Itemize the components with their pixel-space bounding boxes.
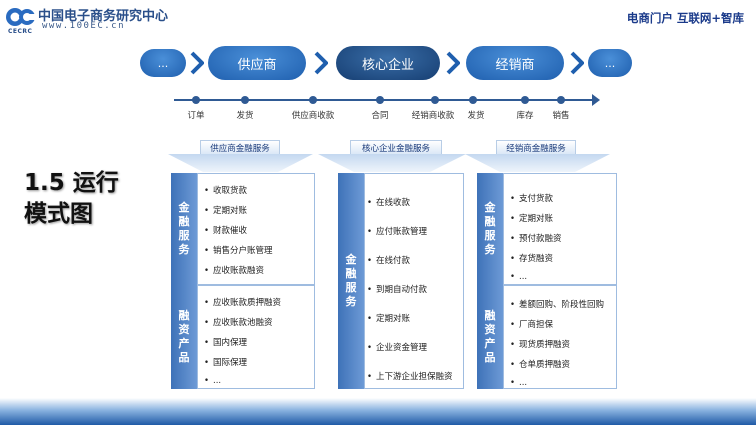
left-finance-service-box: 收取货款 定期对账 财款催收 销售分户账管理 应收账款融资 (197, 173, 315, 285)
left-finance-service-side: 金融服务 (171, 173, 197, 285)
list-item: 国际保理 (204, 356, 314, 368)
timeline-label: 供应商收款 (291, 111, 335, 121)
timeline-label: 合同 (371, 111, 389, 121)
timeline-dot (241, 96, 249, 104)
right-finance-product-side: 融资产品 (477, 285, 503, 389)
side-label: 金融服务 (345, 253, 357, 308)
right-finance-service-box: 支付货款 定期对账 预付款融资 存货融资 ... (503, 173, 617, 285)
chevron-right-icon (190, 51, 204, 75)
timeline-dot (376, 96, 384, 104)
logo-icon (6, 8, 36, 26)
timeline-label: 库存 (516, 111, 534, 121)
list-item: 销售分户账管理 (204, 244, 314, 256)
flow-left-ellipsis: ... (140, 49, 186, 77)
side-label: 融资产品 (484, 309, 496, 364)
list-item: 存货融资 (510, 252, 616, 264)
flow-right-ellipsis: ... (588, 49, 632, 77)
list-item: 差额回购、阶段性回购 (510, 298, 616, 310)
timeline-dot (469, 96, 477, 104)
timeline-arrow-icon (592, 94, 600, 106)
right-finance-service-side: 金融服务 (477, 173, 503, 285)
side-label: 金融服务 (178, 201, 190, 256)
list-item: 定期对账 (204, 204, 314, 216)
list-item: 厂商担保 (510, 318, 616, 330)
timeline-line (174, 99, 594, 101)
left-finance-product-side: 融资产品 (171, 285, 197, 389)
org-url: www.100EC.cn (42, 21, 126, 31)
left-finance-product-box: 应收账款质押融资 应收账款池融资 国内保理 国际保理 ... (197, 285, 315, 389)
org-code: CECRC (8, 28, 33, 35)
list-item: 到期自动付款 (367, 283, 463, 295)
chevron-right-icon (314, 51, 328, 75)
flow-core-enterprise: 核心企业 (336, 46, 440, 80)
flow-dealer: 经销商 (466, 46, 564, 80)
list-item: 上下游企业担保融资 (367, 370, 463, 382)
bottom-band (0, 398, 756, 425)
portal-slogan: 电商门户 互联网+智库 (626, 11, 744, 25)
list-item: 收取货款 (204, 184, 314, 196)
list-item: 定期对账 (510, 212, 616, 224)
timeline-label: 经销商收款 (411, 111, 455, 121)
side-label: 金融服务 (484, 201, 496, 256)
list-item: 财款催收 (204, 224, 314, 236)
flow-supplier: 供应商 (208, 46, 306, 80)
timeline-label: 订单 (187, 111, 205, 121)
middle-finance-service-box: 在线收款 应付账款管理 在线付款 到期自动付款 定期对账 企业资金管理 上下游企… (364, 173, 464, 389)
timeline-dot (557, 96, 565, 104)
list-item: 预付款融资 (510, 232, 616, 244)
list-item: ... (510, 272, 616, 282)
list-item: 在线收款 (367, 196, 463, 208)
org-name: 中国电子商务研究中心 (38, 9, 169, 24)
timeline-dot (521, 96, 529, 104)
timeline-dot (192, 96, 200, 104)
list-item: 应收账款池融资 (204, 316, 314, 328)
list-item: 定期对账 (367, 312, 463, 324)
timeline-label: 发货 (236, 111, 254, 121)
side-label: 融资产品 (178, 309, 190, 364)
chevron-right-icon (446, 51, 460, 75)
middle-finance-service-side: 金融服务 (338, 173, 364, 389)
timeline-label: 发货 (467, 111, 485, 121)
list-item: ... (510, 378, 616, 388)
list-item: 应收账款质押融资 (204, 296, 314, 308)
list-item: 仓单质押融资 (510, 358, 616, 370)
chevron-right-icon (570, 51, 584, 75)
funnel-shape (465, 154, 610, 172)
funnel-shape (168, 154, 313, 172)
list-item: 现货质押融资 (510, 338, 616, 350)
timeline-label: 销售 (552, 111, 570, 121)
right-finance-product-box: 差额回购、阶段性回购 厂商担保 现货质押融资 仓单质押融资 ... (503, 285, 617, 389)
list-item: 企业资金管理 (367, 341, 463, 353)
list-item: 在线付款 (367, 254, 463, 266)
list-item: 国内保理 (204, 336, 314, 348)
funnel-shape (318, 154, 466, 172)
list-item: 应付账款管理 (367, 225, 463, 237)
list-item: 支付货款 (510, 192, 616, 204)
timeline-dot (309, 96, 317, 104)
timeline-dot (431, 96, 439, 104)
slide-title: 1.5 运行模式图 (24, 170, 119, 227)
list-item: ... (204, 376, 314, 386)
list-item: 应收账款融资 (204, 264, 314, 276)
